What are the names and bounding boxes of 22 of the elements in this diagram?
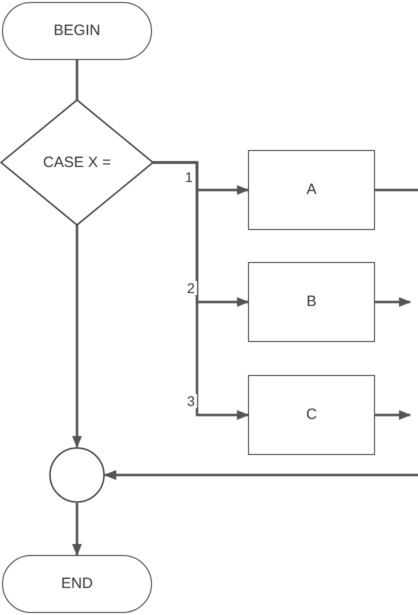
arrow xyxy=(72,503,82,556)
edge-label: 1 xyxy=(183,170,195,184)
edge-label: 2 xyxy=(185,281,197,295)
arrow xyxy=(153,161,250,420)
node-label: A xyxy=(306,181,316,199)
decision-diamond xyxy=(1,100,153,225)
node-label: B xyxy=(306,293,316,311)
connector-line xyxy=(375,188,418,192)
arrow xyxy=(104,470,418,480)
process-box xyxy=(248,375,375,455)
connector-circle xyxy=(49,447,105,503)
node-label: C xyxy=(306,406,317,424)
node-label: END xyxy=(61,575,93,593)
arrow xyxy=(375,297,412,307)
connector-line xyxy=(76,60,78,100)
process-box xyxy=(248,262,375,342)
edge-label: 3 xyxy=(185,394,197,408)
process-box xyxy=(248,150,375,230)
arrow xyxy=(375,410,412,420)
arrow xyxy=(72,225,82,448)
node-label: BEGIN xyxy=(54,22,100,40)
node-label: CASE X = xyxy=(43,154,111,172)
